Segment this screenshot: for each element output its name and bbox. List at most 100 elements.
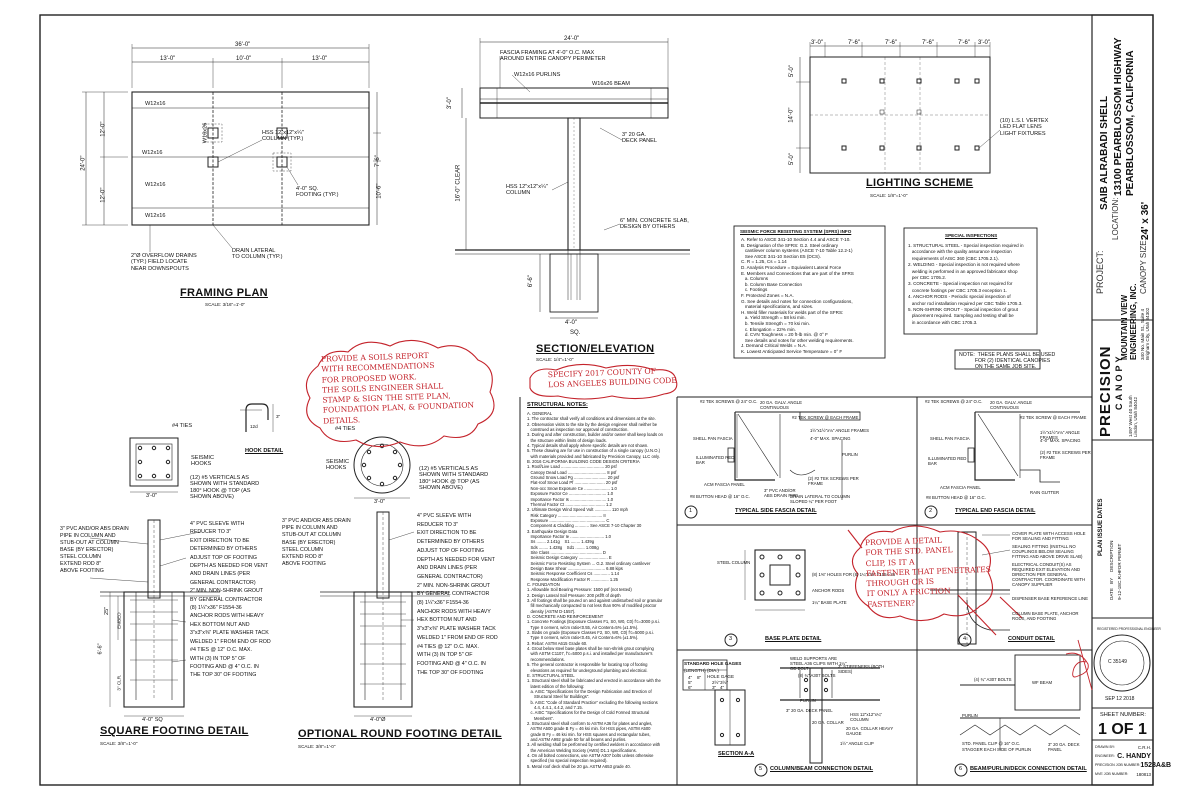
seismic-title: SEISMIC FORCE RESISTING SYSTEM (SFRS) IN… — [740, 229, 852, 234]
detail-1-note: 1½"x1½"x⅛" ANGLE FRAMES — [810, 428, 870, 433]
seismic-line: a. Yield Strength = 58 ksi min. — [741, 315, 806, 321]
detail-1-note: ILLUMINATED RED BAR — [696, 455, 735, 465]
lighting-dim-left: 14'-0" — [788, 107, 795, 123]
section-footing-depth: 6'-6" — [527, 275, 534, 288]
structural-note-line: Seismic Response Coefficient Cs ........… — [527, 571, 620, 577]
sq-left-note: ABOVE FOOTING — [60, 568, 104, 574]
sq-right-note: WITH (3) IN TOP 5" OF — [190, 655, 246, 662]
sq-seismic-hooks: SEISMIC HOOKS — [191, 455, 215, 468]
plan-issue-title: PLAN ISSUE DATES — [1098, 498, 1104, 556]
rd-right-note: 4" PVC SLEEVE WITH — [417, 513, 472, 519]
detail-4-note: COLUMN BASE PLATE, ANCHOR RODS, AND FOOT… — [1012, 611, 1079, 621]
detail-2-num: 2 — [929, 508, 933, 514]
detail-5-note: PURLIN — [800, 698, 816, 703]
detail-2-note: ILLUMINATED RED BAR — [928, 456, 967, 466]
structural-note-line: 5. These drawing are for use in construc… — [527, 448, 661, 454]
rd-right-note: REDUCER TO 3" — [417, 521, 459, 528]
detail-2-note: #8 BUTTON HEAD @ 16" O.C. — [926, 495, 986, 500]
hook-dim-b: 12d — [250, 424, 258, 429]
sq-right-note: DETERMINED BY OTHERS — [190, 546, 258, 553]
special-line: 3. CONCRETE - Special inspection not req… — [908, 281, 1013, 287]
structural-note-line: 1. Roof/Live Load ......................… — [527, 464, 617, 470]
seismic-line: G. See details and notes for connection … — [741, 298, 853, 304]
structural-note-line: Exposure Factor Ce .....................… — [527, 491, 614, 497]
detail-5-note: 20 GA. COLLAR HEAVY GAUGE — [846, 726, 894, 736]
detail-1-num: 1 — [689, 508, 693, 514]
seismic-line: E. Members and Connections that are part… — [741, 270, 854, 276]
detail-5-note: (8) ¾" A307 BOLTS — [798, 673, 836, 678]
bolt-table-cell: 2½" — [712, 680, 721, 685]
rd-right-note: 3"x3"x⅜" PLATE WASHER TACK — [417, 626, 496, 633]
sq-right-note: BY GENERAL CONTRACTOR — [190, 596, 263, 603]
framing-beam-label: W12x16 — [145, 101, 166, 107]
framing-plan-scale: SCALE: 3/16"=1'-0" — [205, 302, 246, 307]
sq-right-note: 3"x3"x⅜" PLATE WASHER TACK — [190, 630, 269, 637]
rd-left-note: PIPE IN COLUMN AND — [282, 525, 338, 532]
detail-5-num: 5 — [759, 766, 763, 772]
detail-2-note: 1½"x1½"x⅛" ANGLE FRAMES — [1040, 430, 1080, 440]
sq-left-note: 3" PVC AND/OR ABS DRAIN — [60, 526, 129, 532]
sq-verticals: (12) #5 VERTICALS AS SHOWN WITH STANDARD… — [190, 475, 260, 501]
sq-right-note: DEPTH AS NEEDED FOR VENT — [190, 563, 268, 570]
rd-seismic-hooks: SEISMIC HOOKS — [326, 459, 350, 472]
detail-2-note: 4'-0" MAX. SPACING — [1040, 438, 1081, 443]
lighting-dim: 7'-6" — [885, 40, 897, 46]
structural-note-line: Structural Steel for Buildings". — [527, 694, 590, 700]
seismic-line: J. Demand Critical Welds = N.A. — [741, 343, 807, 349]
detail-2-note: (2) #2 TEK SCREWS PER FRAME — [1040, 450, 1091, 460]
detail-3-num: 3 — [729, 636, 733, 642]
lighting-dim-left: 5'-0" — [788, 153, 795, 166]
section-slab-note: 6" MIN. CONCRETE SLAB, DESIGN BY OTHERS — [620, 218, 689, 231]
issue-by: C.R.H. — [1117, 570, 1122, 584]
bolt-table-title: STANDARD HOLE GAGES — [684, 661, 742, 666]
seismic-line: b. Tensile Strength = 70 ksi min. — [741, 320, 810, 326]
framing-column-note: HSS 12"x12"x¼" COLUMN (TYP.) — [262, 130, 304, 143]
rd-right-note: WELDED 1" FROM END OF ROD — [417, 634, 498, 641]
detail-5-note: 3" STIFFENERS (BOTH SIDES) — [838, 664, 885, 674]
framing-beam-label: W16x26 — [202, 122, 209, 144]
rd-right-note: THE TOP 30" OF FOOTING — [417, 669, 484, 676]
seismic-line: C. R = 1.25, Cs = 1.14 — [741, 259, 787, 265]
sq-right-note: THE TOP 30" OF FOOTING — [190, 672, 257, 679]
lighting-dim: 7'-6" — [848, 40, 860, 46]
structural-note-line: Seismic Design Category ................… — [527, 555, 612, 561]
detail-1-note: PURLIN — [842, 452, 858, 457]
sq-right-note: 4" PVC SLEEVE WITH — [190, 521, 245, 527]
section-title: SECTION/ELEVATION — [536, 343, 655, 355]
sq-right-note: GENERAL CONTRACTOR) — [190, 579, 256, 586]
sq-dim-clear: 3" CLR. — [116, 674, 122, 691]
structural-note-line: Sds ........ 1.428g Sd1 ........ 1.008g — [527, 544, 599, 550]
soils-report-comment: PROVIDE A SOILS REPORT WITH RECOMMENDATI… — [320, 350, 475, 426]
section-footing-width: 4'-0" — [565, 320, 577, 326]
sq-right-note: WELDED 1" FROM END OF ROD — [190, 638, 271, 645]
sq-right-note: AND DRAIN LINES (PER — [190, 571, 251, 578]
special-line: placement required. Sampling and testing… — [908, 313, 1014, 319]
framing-dim-middle-bay: 10'-0" — [236, 56, 252, 62]
structural-note-line: Risk Category ..........................… — [527, 512, 606, 518]
special-inspections-list: 1. STRUCTURAL STEEL - Special inspection… — [908, 243, 1024, 326]
issue-head-by: BY — [1109, 577, 1114, 584]
seismic-line: B. Designation of the SFRS: G.2. Steel o… — [741, 242, 839, 248]
structural-note-line: with materials provided and fabricated b… — [527, 453, 660, 459]
detail-3-title: BASE PLATE DETAIL — [765, 636, 822, 642]
project-name: SAIB ALRABADI SHELL — [1099, 95, 1110, 210]
special-line: concrete footings per CBC 1705.3 excepti… — [908, 287, 1008, 293]
framing-drain-note: DRAIN LATERAL TO COLUMN (TYP.) — [232, 248, 283, 261]
seismic-line: material specifications, and sizes. — [741, 304, 814, 310]
detail-4-note: SEALING FITTING (INSTALL NO COUPLINGS BE… — [1012, 544, 1083, 559]
structural-note-line: Exposure ...............................… — [527, 517, 610, 523]
structural-note-line: Component & Cladding ............ See AS… — [527, 523, 642, 529]
round-footing-title: OPTIONAL ROUND FOOTING DETAIL — [298, 728, 502, 740]
special-line: requirements of AISC 360 (CBC 1705.2.1). — [908, 255, 999, 261]
rd-right-note: HEX BOTTOM NUT AND — [417, 617, 477, 624]
sq-left-note: EXTEND ROD 8" — [60, 561, 102, 567]
bolt-table-cell: 4" — [720, 685, 725, 690]
structural-note-line: 5. Metal roof deck shall be 20 ga. ASTM … — [527, 763, 631, 769]
structural-note-line: Flat-roof Snow Load Pf .................… — [527, 480, 618, 486]
rd-right-note: DEPTH AS NEEDED FOR VENT — [417, 556, 495, 563]
section-fascia-height: 3'-0" — [446, 97, 453, 110]
sq-left-note: BASE (BY ERECTOR) — [60, 547, 114, 553]
